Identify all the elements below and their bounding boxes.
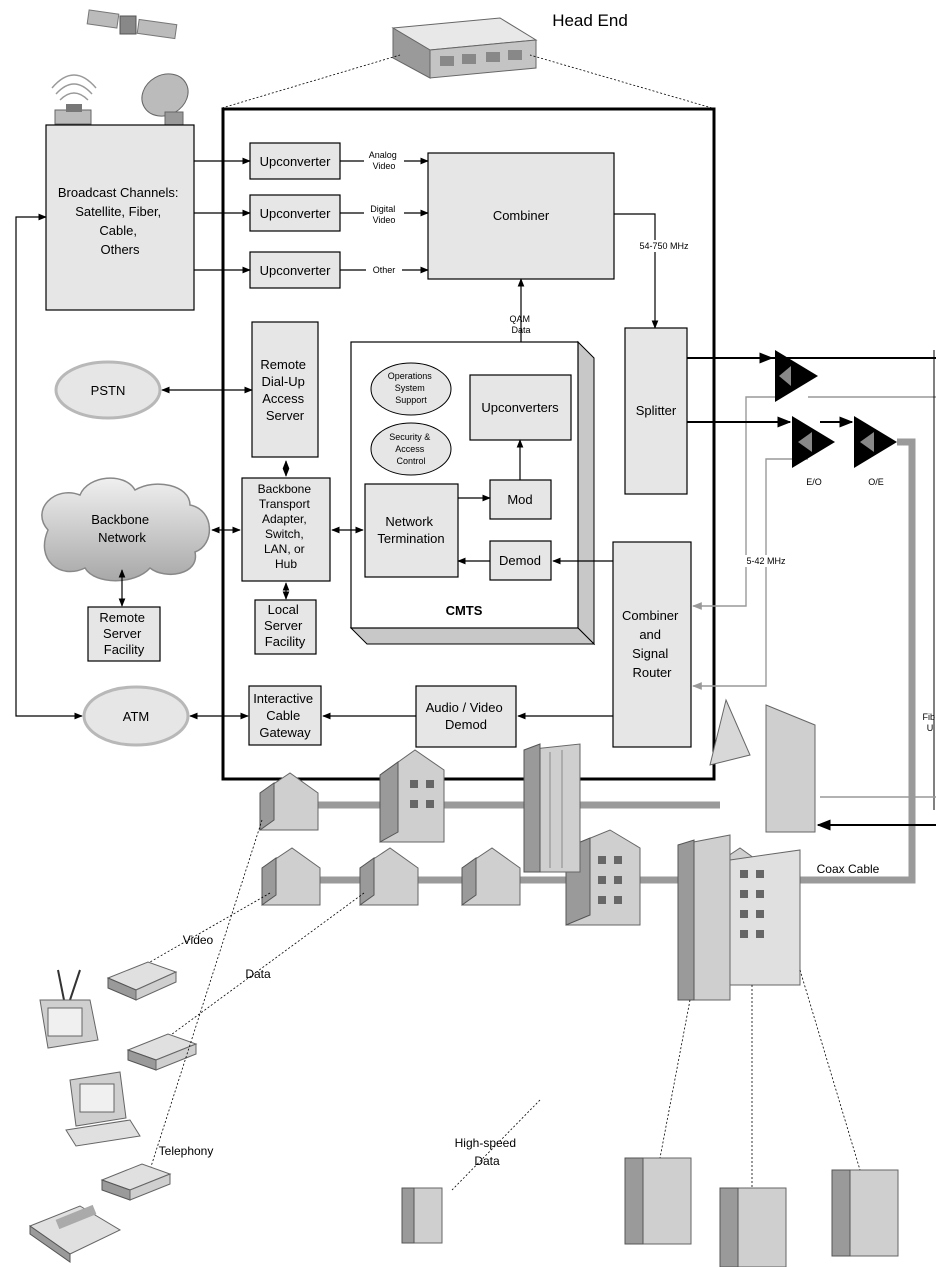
remote-dialup-label: Remote Dial-Up Access Server — [260, 357, 309, 423]
av-demod-box — [415, 685, 517, 748]
fiber-coax-line — [760, 438, 916, 884]
server-icon-4 — [831, 1169, 899, 1257]
oe-label: O/E — [868, 477, 884, 487]
backbone-transport-box — [241, 477, 331, 582]
demod-box — [489, 540, 552, 581]
combiner-router-box — [612, 541, 692, 748]
head-end-title: Head End — [552, 11, 628, 30]
television-icon — [39, 969, 99, 1049]
cmts-label: CMTS — [446, 603, 483, 618]
city-buildings-icon — [677, 698, 816, 1001]
combiner-label: Combiner — [493, 208, 550, 223]
telephony-modem-icon — [100, 1163, 172, 1201]
satellite-icon — [86, 9, 178, 40]
splitter-box — [624, 327, 688, 495]
backbone-transport-label: Backbone Transport Adapter, Switch, LAN,… — [258, 482, 315, 571]
apartment-icon-2 — [379, 749, 445, 843]
amplifier-icon-1 — [775, 350, 818, 402]
computer-icon — [65, 1071, 141, 1147]
backbone-network-label: Backbone Network — [91, 512, 152, 545]
interactive-gateway-label: Interactive Cable Gateway — [253, 691, 317, 740]
security-access-ellipse — [370, 422, 452, 476]
network-termination-box — [364, 483, 459, 578]
freq-upstream-label: 5-42 MHz — [746, 556, 786, 566]
remote-server-label: Remote Server Facility — [99, 610, 148, 657]
svg-text:Upconverter: Upconverter — [260, 263, 331, 278]
satellite-dish-icon — [141, 73, 189, 131]
analog-video-label: Analog Video — [369, 150, 400, 171]
oe-converter-icon — [854, 416, 897, 468]
eo-converter-icon — [792, 416, 835, 468]
set-top-box-icon — [106, 961, 178, 1001]
eo-label: E/O — [806, 477, 822, 487]
head-end-building-icon — [391, 17, 538, 79]
splitter-label: Splitter — [636, 403, 677, 418]
server-icon-2 — [624, 1157, 692, 1245]
telephony-label: Telephony — [159, 1144, 214, 1158]
server-icon-3 — [719, 1187, 787, 1267]
interactive-gateway-box — [248, 685, 322, 746]
freq-downstream-label: 54-750 MHz — [639, 241, 689, 251]
demod-label: Demod — [499, 553, 541, 568]
atm-label: ATM — [123, 709, 149, 724]
combiner-router-label: Combiner and Signal Router — [622, 608, 682, 680]
operations-support-ellipse — [370, 362, 452, 416]
house-icon-1 — [261, 847, 321, 906]
upconverter-3: Upconverter — [249, 251, 341, 289]
upconverters-cmts-box — [469, 374, 572, 441]
local-server-label: Local Server Facility — [264, 602, 306, 649]
digital-video-label: Digital Video — [370, 204, 398, 225]
coax-cable-label: Coax Cable — [817, 862, 880, 876]
upconverter-1: Upconverter — [249, 142, 341, 180]
mod-label: Mod — [507, 492, 532, 507]
video-label: Video — [183, 933, 214, 947]
telephone-icon — [28, 1204, 122, 1263]
qam-data-label: QAM Data — [509, 314, 532, 335]
cable-modem-icon — [126, 1033, 198, 1071]
house-icon-2 — [359, 847, 419, 906]
av-demod-label: Audio / Video Demod — [426, 700, 507, 732]
wireless-antenna-icon — [51, 74, 97, 125]
pstn-label: PSTN — [91, 383, 126, 398]
upconverters-cmts-label: Upconverters — [481, 400, 559, 415]
highspeed-data-label: High-speed Data — [455, 1136, 520, 1168]
house-icon-3 — [461, 847, 521, 906]
remote-dialup-box — [251, 321, 319, 458]
data-label: Data — [245, 967, 271, 981]
network-termination-label: Network Termination — [377, 514, 444, 546]
office-tower-icon — [523, 743, 581, 873]
head-end-frame — [221, 107, 716, 781]
other-label: Other — [373, 265, 396, 275]
svg-text:Upconverter: Upconverter — [260, 206, 331, 221]
house-icon-5 — [259, 772, 319, 831]
upconverter-2: Upconverter — [249, 194, 341, 232]
atm-ellipse — [82, 685, 190, 747]
server-icon-1 — [401, 1187, 443, 1244]
local-server-box — [254, 599, 317, 655]
operations-support-label: Operations System Support — [388, 371, 435, 405]
remote-server-box — [87, 606, 161, 662]
svg-text:Upconverter: Upconverter — [260, 154, 331, 169]
fiber-label: Fib U — [922, 712, 936, 733]
combiner-box — [427, 152, 615, 280]
broadcast-label: Broadcast Channels: Satellite, Fiber, Ca… — [58, 185, 182, 257]
security-access-label: Security & Access Control — [389, 432, 433, 466]
